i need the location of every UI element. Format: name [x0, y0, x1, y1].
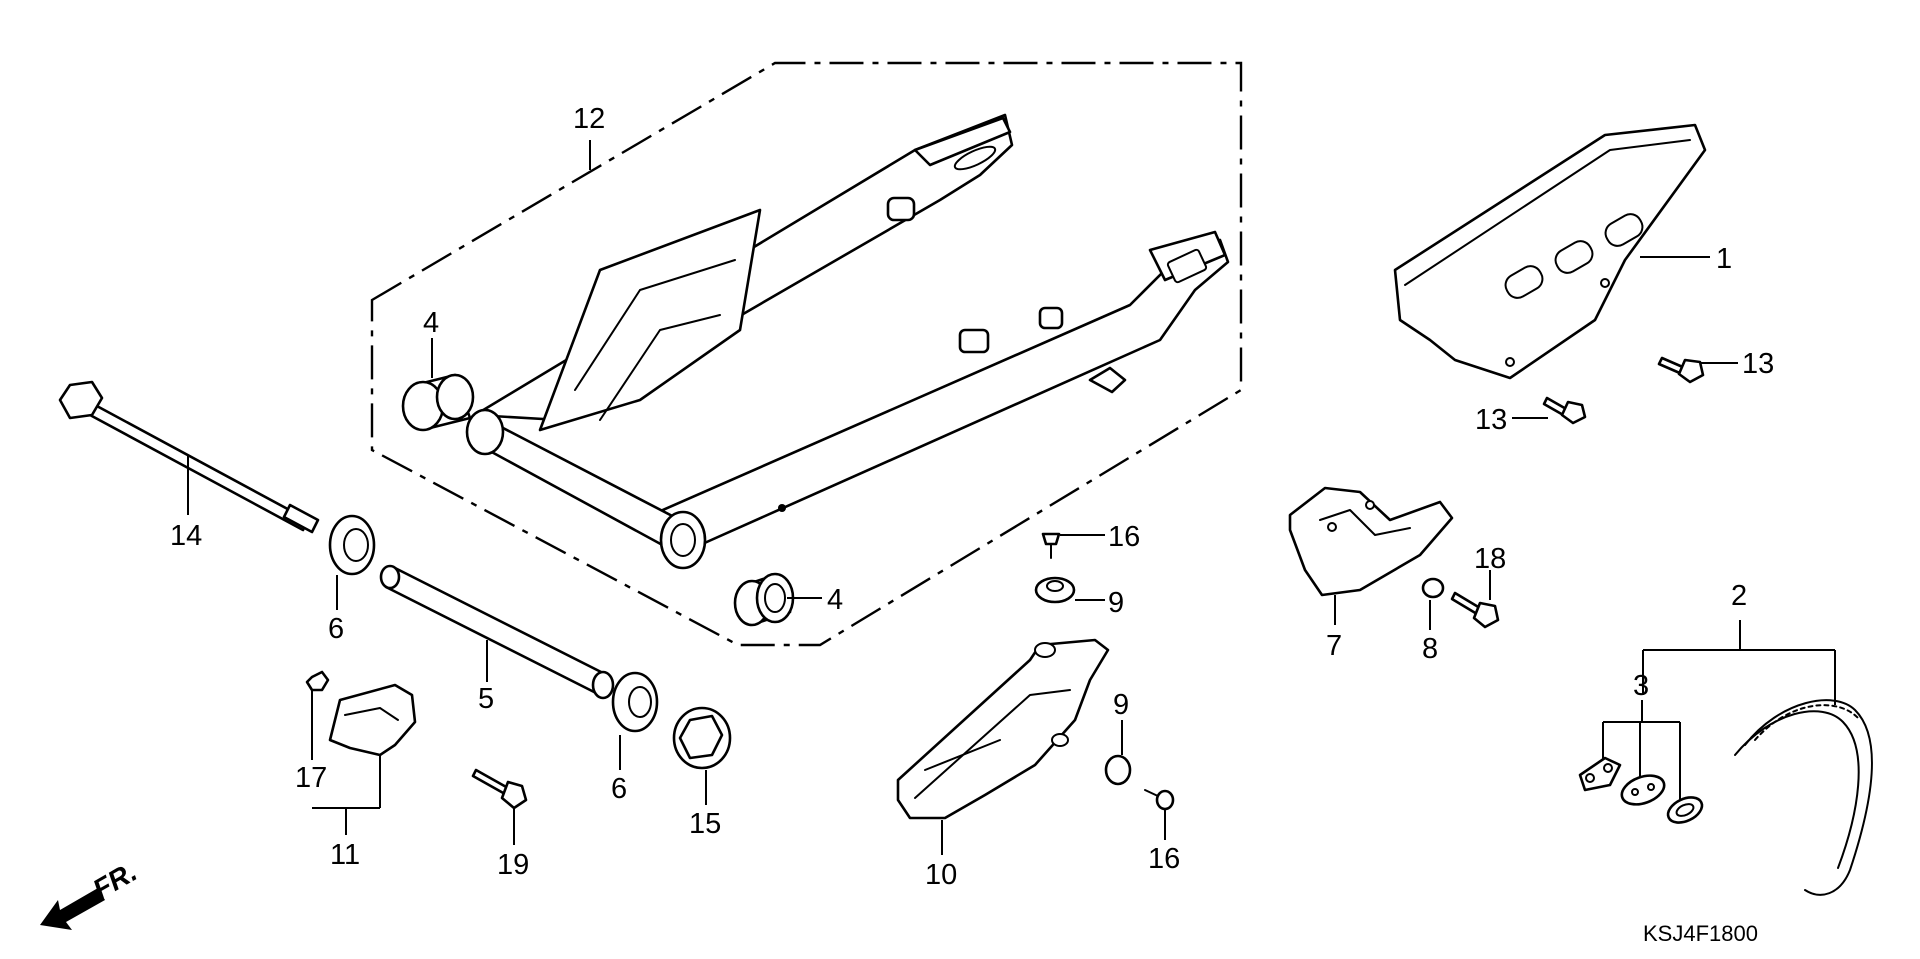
callout-12: 12	[573, 103, 605, 135]
callout-4-lower: 4	[827, 584, 843, 616]
drive-chain	[1734, 699, 1873, 896]
callout-19: 19	[497, 849, 529, 881]
callout-16-upper: 16	[1108, 521, 1140, 553]
screw-16-lower	[1144, 789, 1175, 811]
dust-seal-right	[611, 671, 659, 733]
screw-16-upper	[1041, 532, 1061, 559]
chain-guard	[1393, 123, 1707, 380]
callout-4-upper: 4	[423, 307, 439, 339]
grommet-9-lower	[1104, 754, 1132, 786]
bolt-19	[471, 768, 528, 810]
leader-lines	[187, 140, 1836, 855]
swingarm-assembly-boundary	[370, 61, 1243, 647]
chain-slider-plate	[1288, 486, 1454, 597]
callout-6-left: 6	[328, 613, 344, 645]
chain-joint-clip	[1578, 756, 1622, 792]
pivot-nut	[672, 706, 732, 770]
callout-labels: 1 2 3 4 4 5 6 6 7 8 9 9 10 11 12 13 13 1…	[88, 103, 1775, 946]
callout-9-upper: 9	[1108, 587, 1124, 619]
callout-5: 5	[478, 683, 494, 715]
front-direction-arrow-icon	[40, 888, 105, 930]
callout-6-right: 6	[611, 773, 627, 805]
pivot-collar	[379, 564, 615, 700]
bushing-lower	[733, 572, 795, 627]
swingarm	[465, 113, 1230, 570]
callout-17: 17	[295, 762, 327, 794]
chain-slider	[896, 638, 1110, 820]
nut-17	[305, 670, 330, 692]
callout-14: 14	[170, 520, 202, 552]
callout-16-lower: 16	[1148, 843, 1180, 875]
grommet-9-upper	[1034, 576, 1076, 604]
drawing-code: KSJ4F1800	[1643, 921, 1758, 946]
callout-1: 1	[1716, 243, 1732, 275]
bolt-13-lower	[1542, 396, 1587, 425]
callout-15: 15	[689, 808, 721, 840]
chain-joint-link-plate	[1620, 774, 1666, 806]
bolt-18	[1450, 591, 1500, 629]
collar-8	[1421, 577, 1445, 599]
callout-18: 18	[1474, 543, 1506, 575]
dust-seal-left	[328, 514, 376, 576]
fork-guard	[328, 683, 417, 757]
callout-11: 11	[330, 839, 360, 871]
callout-2: 2	[1731, 580, 1747, 612]
callout-8: 8	[1422, 633, 1438, 665]
callout-13-lower: 13	[1475, 404, 1507, 436]
callout-7: 7	[1326, 630, 1342, 662]
pivot-bolt	[58, 380, 320, 534]
callout-3: 3	[1633, 670, 1649, 702]
callout-9-lower: 9	[1113, 689, 1129, 721]
callout-13-upper: 13	[1742, 348, 1774, 380]
callout-10: 10	[925, 859, 957, 891]
bolt-13-upper	[1657, 356, 1705, 384]
bushing-upper	[401, 373, 475, 432]
chain-o-ring	[1666, 796, 1704, 824]
